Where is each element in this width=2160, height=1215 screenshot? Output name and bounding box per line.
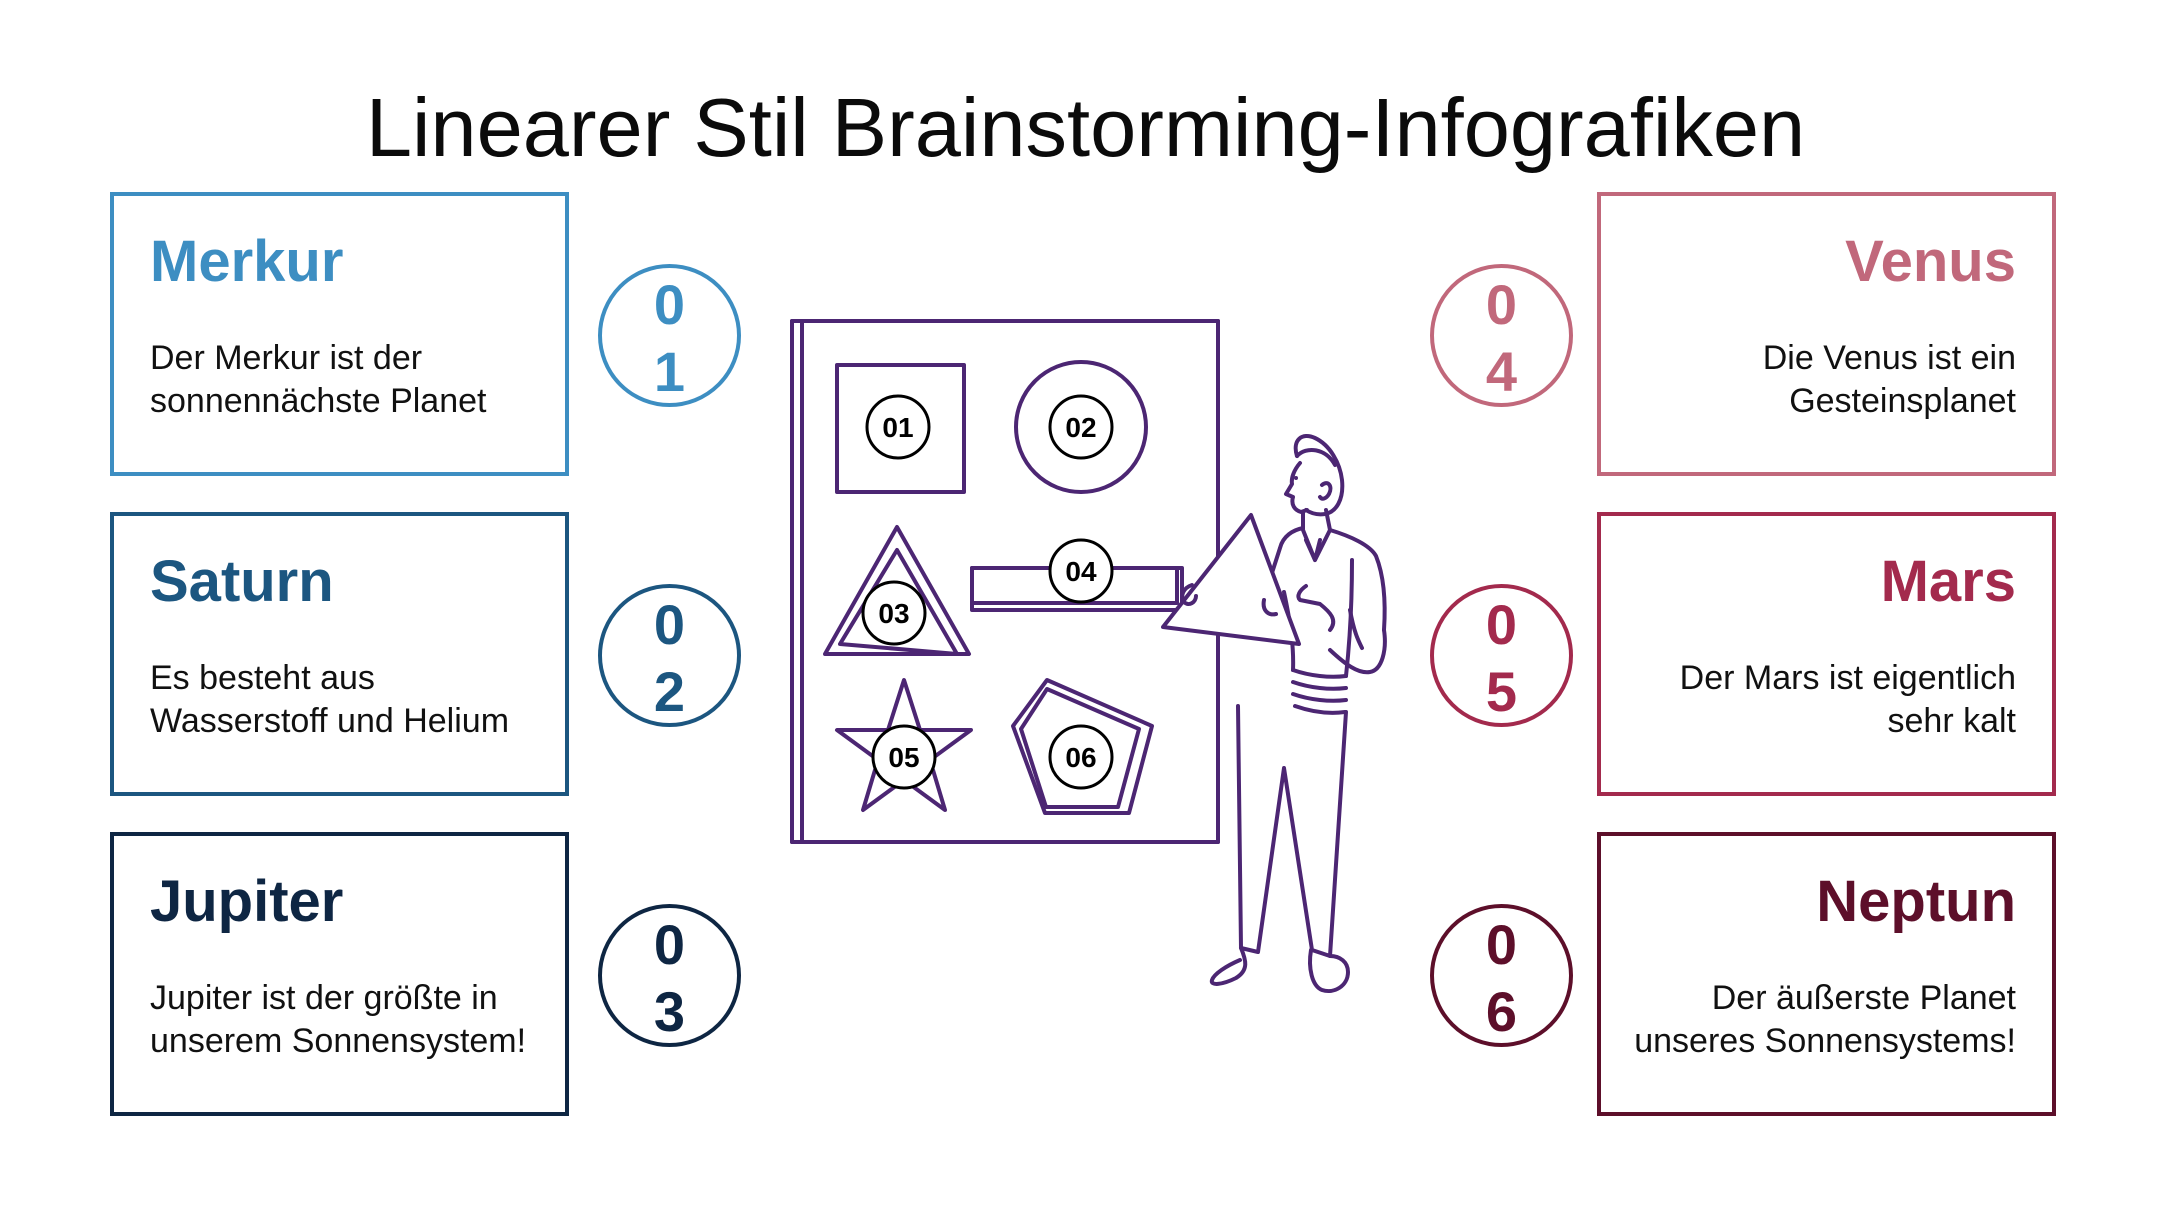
card-title: Saturn <box>150 549 334 614</box>
shape-badge-04 <box>1048 538 1114 604</box>
shape-badge-02 <box>1048 394 1114 460</box>
shape-badge-label: 01 <box>882 412 913 443</box>
pentagon-icon <box>1011 678 1154 815</box>
shape-badge-label: 05 <box>888 742 919 773</box>
shape-badge-05 <box>871 724 937 790</box>
page-title: Linearer Stil Brainstorming-Infografiken <box>365 81 1806 174</box>
shape-badge-06 <box>1048 724 1114 790</box>
card-title: Mars <box>1880 549 2016 614</box>
card-title: Venus <box>1845 229 2016 294</box>
shape-badge-label: 04 <box>1065 556 1097 587</box>
shape-badge-label: 06 <box>1065 742 1096 773</box>
card-title: Merkur <box>150 229 344 294</box>
card-title: Jupiter <box>150 869 344 934</box>
shape-badge-01 <box>865 394 931 460</box>
presenter-figure <box>1161 434 1387 993</box>
square-icon <box>835 363 966 494</box>
board-icon <box>790 319 1220 844</box>
shape-badge-label: 03 <box>878 598 909 629</box>
circle-icon <box>1014 360 1148 494</box>
shape-badge-label: 02 <box>1065 412 1096 443</box>
shape-badge-03 <box>861 580 927 646</box>
card-title: Neptun <box>1816 869 2016 934</box>
